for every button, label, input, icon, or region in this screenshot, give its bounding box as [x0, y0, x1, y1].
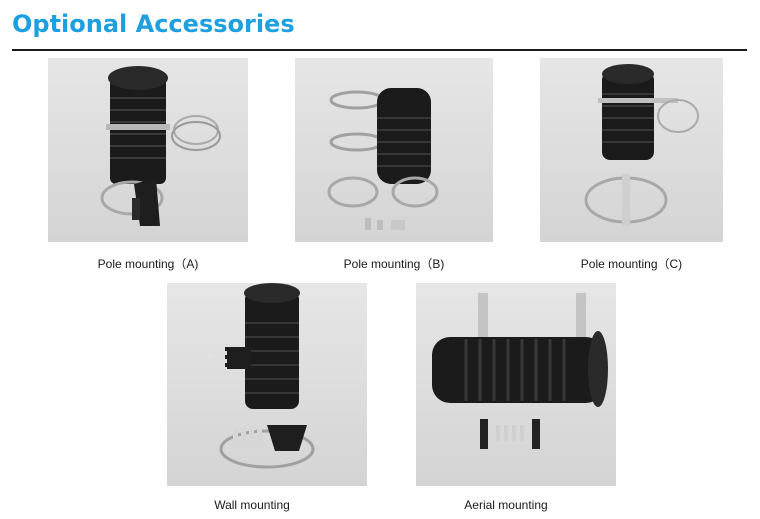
photo-pole-mounting-b — [295, 58, 493, 242]
caption-pole-mounting-c: Pole mounting（C) — [580, 257, 683, 271]
caption-aerial-mounting: Aerial mounting — [464, 498, 548, 512]
photo-pole-mounting-a — [48, 58, 248, 242]
caption-pole-mounting-b: Pole mounting（B) — [343, 257, 445, 271]
caption-pole-mounting-a: Pole mounting（A) — [97, 257, 199, 271]
caption-wall-mounting: Wall mounting — [214, 498, 290, 512]
photo-aerial-mounting — [416, 283, 616, 486]
photo-pole-mounting-c — [540, 58, 723, 242]
photo-wall-mounting — [167, 283, 367, 486]
title-divider — [12, 49, 747, 51]
page-title: Optional Accessories — [12, 10, 295, 38]
